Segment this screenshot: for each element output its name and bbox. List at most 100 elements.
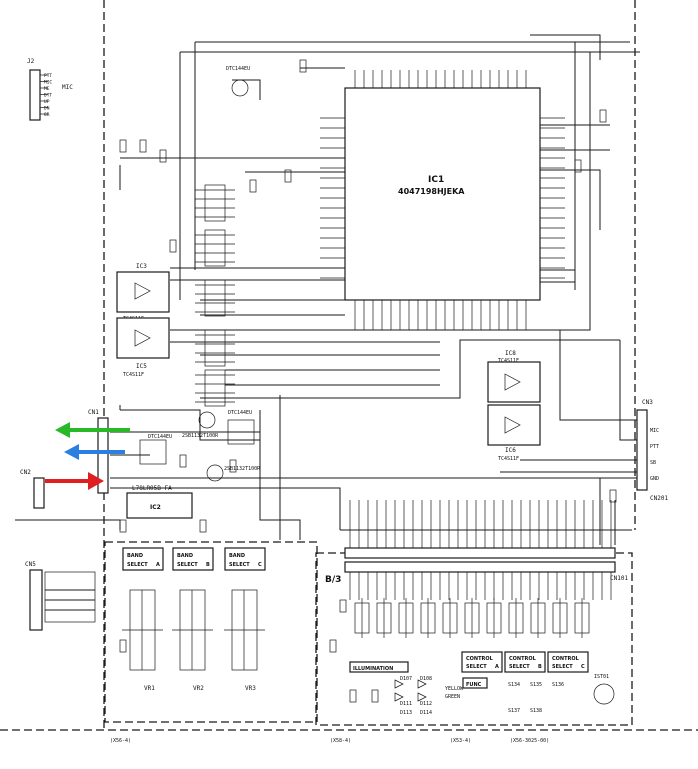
passive-part — [139, 139, 147, 153]
control-select-label: SELECT — [509, 664, 530, 670]
ic8-chip: IC8 TC4S11F — [487, 350, 541, 403]
passive-part — [609, 489, 617, 503]
passive-part — [339, 599, 347, 613]
cn2-label: CN2 — [20, 469, 31, 476]
control-select-label: SELECT — [552, 664, 573, 670]
ic5-chip: IC5 TC4S11F — [116, 317, 170, 378]
ic1-name: IC1 — [428, 175, 444, 185]
ic2-name: IC2 — [150, 504, 161, 511]
cn5-label: CN5 — [25, 561, 36, 568]
control-select-suffix: B — [538, 664, 542, 670]
ic1-part: 4047198HJEKA — [398, 187, 465, 196]
mic-pin-label: 8R — [44, 112, 50, 118]
passive-part — [119, 519, 127, 533]
mic-label: MIC — [62, 84, 73, 91]
led-label: D112 — [420, 701, 432, 707]
band-select-label: SELECT — [177, 562, 198, 568]
switch-label: S138 — [530, 708, 542, 714]
cn5-connector: CN5 — [25, 561, 96, 631]
resistor-network — [204, 184, 226, 222]
ic3-chip: IC3 TC4S11F — [116, 263, 170, 322]
band-select-label: BAND — [127, 553, 143, 559]
ic6-chip: IC6 TC4S11F — [487, 404, 541, 462]
sheet-reference: (X53-4) — [450, 738, 471, 744]
mic-pin-label: MIC — [44, 80, 52, 86]
switch-label: S135 — [530, 682, 542, 688]
control-select-label: CONTROL — [552, 656, 580, 662]
signal-arrows — [45, 422, 130, 490]
sheet-reference: (X56-4) — [110, 738, 131, 744]
control-select-suffix: C — [581, 664, 585, 670]
blue-signal-arrow — [64, 444, 125, 460]
cn101-connector: CN101 — [344, 500, 628, 600]
led-symbol — [394, 692, 404, 702]
band-select-suffix: A — [156, 562, 160, 568]
led-label: D114 — [420, 710, 432, 716]
control-select-group: CONTROL SELECT A CONTROL SELECT B CONTRO… — [349, 598, 615, 716]
band-select-suffix: B — [206, 562, 210, 568]
band-select-label: BAND — [177, 553, 193, 559]
ic3-name: IC3 — [136, 263, 147, 270]
resistor-network — [204, 229, 226, 267]
passive-part — [349, 689, 357, 703]
led-symbol — [394, 679, 404, 689]
green-signal-arrow — [55, 422, 130, 438]
mic-pin-label: PTT — [44, 73, 52, 79]
resistor-network — [204, 329, 226, 367]
mic-pin-label: DTT — [44, 93, 52, 99]
illumination-label: ILLUMINATION — [353, 666, 393, 672]
ic5-part: TC4S11F — [123, 372, 144, 378]
cn101-label: CN101 — [610, 575, 628, 582]
cn3-pin-label: GND — [650, 476, 659, 482]
q101-label: IST01 — [594, 674, 609, 680]
passive-part — [599, 109, 607, 123]
vr-label: VR1 — [144, 685, 155, 692]
passive-part — [284, 169, 292, 183]
resistor-network — [204, 369, 226, 407]
red-signal-arrow — [45, 472, 104, 490]
passive-part — [179, 454, 187, 468]
cn2-connector: CN2 — [20, 469, 45, 509]
ic6-name: IC6 — [505, 447, 516, 454]
band-select-group: BAND SELECT A BAND SELECT B BAND SELECT … — [122, 547, 266, 692]
cn1-label: CN1 — [88, 409, 99, 416]
cn201-label: CN201 — [650, 495, 668, 502]
passive-part — [119, 139, 127, 153]
led-color-label: YELLOW — [445, 686, 464, 692]
led-color-label: GREEN — [445, 694, 460, 700]
led-label: D111 — [400, 701, 412, 707]
cn3-label: CN3 — [642, 399, 653, 406]
band-select-label: BAND — [229, 553, 245, 559]
led-symbol — [417, 679, 427, 689]
passive-part — [371, 689, 379, 703]
band-select-label: SELECT — [127, 562, 148, 568]
ic2-label: L78LR05B-FA — [132, 485, 172, 492]
cn3-connector: CN3 MIC PTT SB GND CN201 — [636, 399, 668, 502]
led-symbol — [417, 692, 427, 702]
passive-part — [299, 59, 307, 73]
ic6-part: TC4S11F — [498, 456, 519, 462]
mic-pin-label: UP — [44, 99, 50, 105]
passive-components — [119, 59, 617, 703]
control-select-label: CONTROL — [466, 656, 494, 662]
passive-part — [229, 459, 237, 473]
resistor-networks — [195, 184, 235, 407]
q5-label: DTC144EU — [148, 434, 172, 440]
mic-pin-label: ME — [44, 86, 50, 92]
passive-part — [249, 179, 257, 193]
led-label: D113 — [400, 710, 412, 716]
cn3-pin-label: SB — [650, 460, 656, 466]
band-select-suffix: C — [258, 562, 262, 568]
cn3-pin-label: MIC — [650, 428, 659, 434]
j2-label: J2 — [27, 58, 35, 65]
vr-label: VR3 — [245, 685, 256, 692]
led-label: D107 — [400, 676, 412, 682]
sheet-reference: (X56-3025-00) — [510, 738, 549, 744]
switch-label: S134 — [508, 682, 520, 688]
passive-part — [119, 639, 127, 653]
ic8-name: IC8 — [505, 350, 516, 357]
passive-part — [199, 519, 207, 533]
q1-label: DTC144EU — [226, 66, 250, 72]
